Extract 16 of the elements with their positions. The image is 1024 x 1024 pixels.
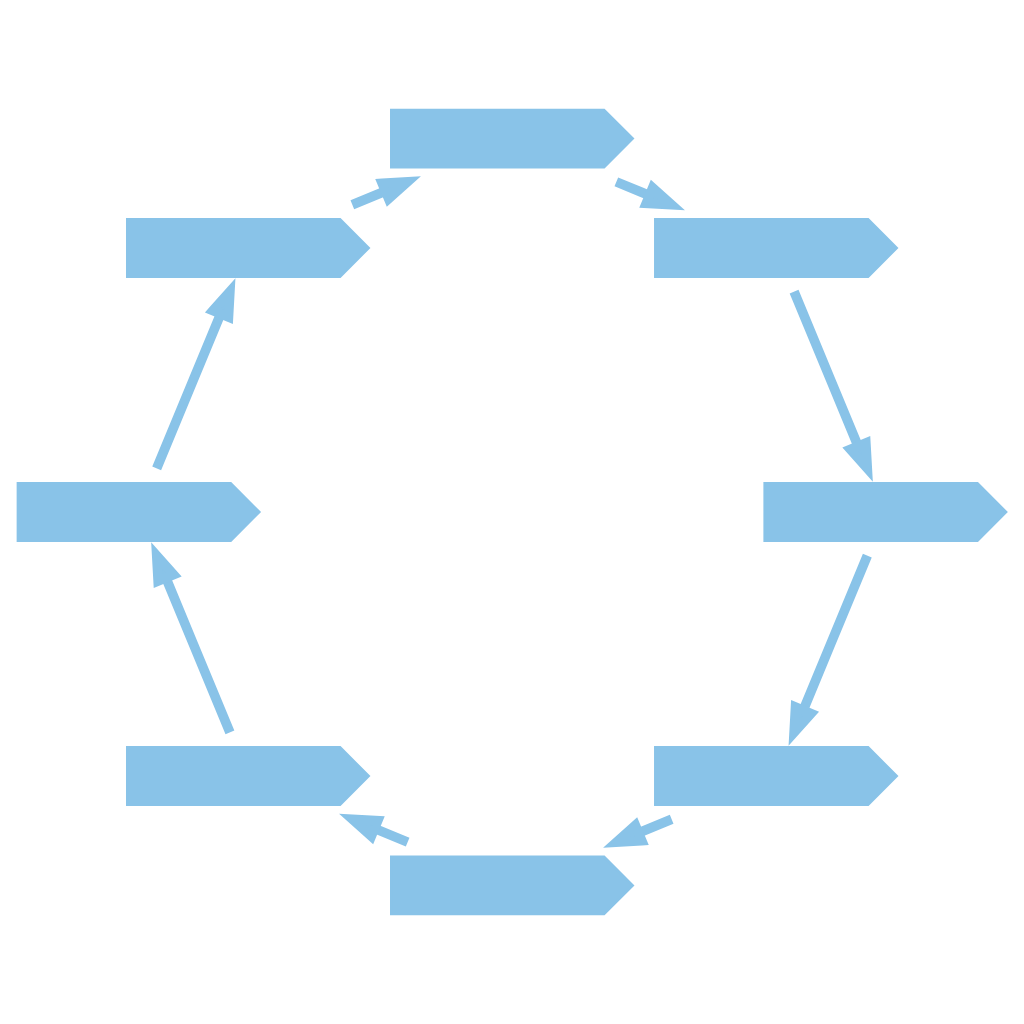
node-bar — [390, 855, 635, 916]
node-bar — [763, 482, 1008, 542]
node-bar — [654, 218, 899, 278]
node-bar — [126, 218, 371, 278]
node-bar — [390, 108, 635, 169]
arrow — [788, 553, 872, 746]
node-bar — [126, 746, 371, 806]
arrow — [339, 813, 410, 847]
arrow — [614, 177, 685, 211]
arrow — [789, 289, 873, 482]
arrow — [603, 814, 674, 848]
node-bar — [16, 482, 262, 542]
arrow — [350, 176, 421, 210]
node-bar — [654, 746, 899, 806]
arrow — [152, 278, 236, 471]
arrow — [151, 542, 235, 735]
